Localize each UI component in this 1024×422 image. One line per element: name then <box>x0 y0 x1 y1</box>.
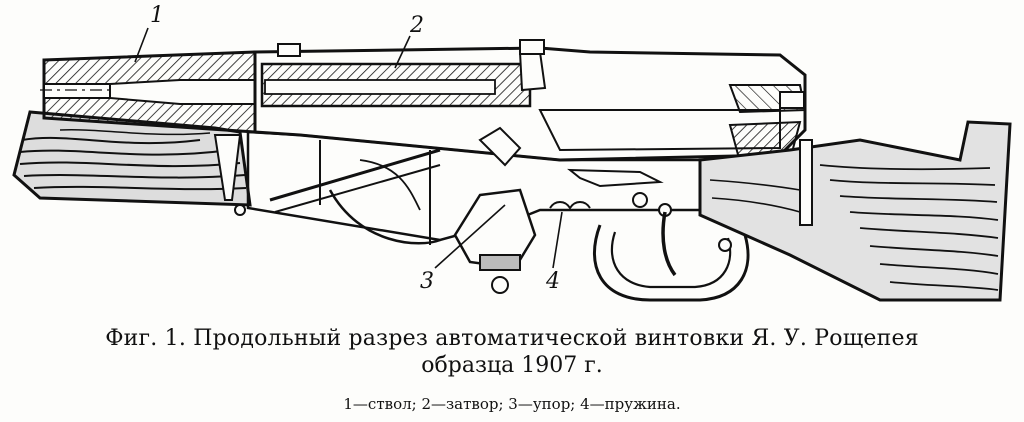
barrel <box>40 50 260 134</box>
callout-4: 4 <box>545 269 560 294</box>
trigger-mechanism <box>213 126 750 302</box>
rifle-cross-section-drawing: 1 2 3 4 <box>12 3 1012 302</box>
receiver-and-bolt <box>253 39 807 164</box>
callout-3: 3 <box>420 269 434 294</box>
buttstock-wood <box>698 120 1012 302</box>
callout-2: 2 <box>409 13 424 38</box>
figure-caption-title: Фиг. 1. Продольный разрез автоматической… <box>105 326 919 351</box>
callout-1: 1 <box>150 3 164 28</box>
leader-lines <box>134 27 563 269</box>
figure-caption-subtitle: образца 1907 г. <box>421 353 603 378</box>
forestock-wood <box>12 110 252 207</box>
figure-legend: 1—ствол; 2—затвор; 3—упор; 4—пружина. <box>343 395 681 413</box>
